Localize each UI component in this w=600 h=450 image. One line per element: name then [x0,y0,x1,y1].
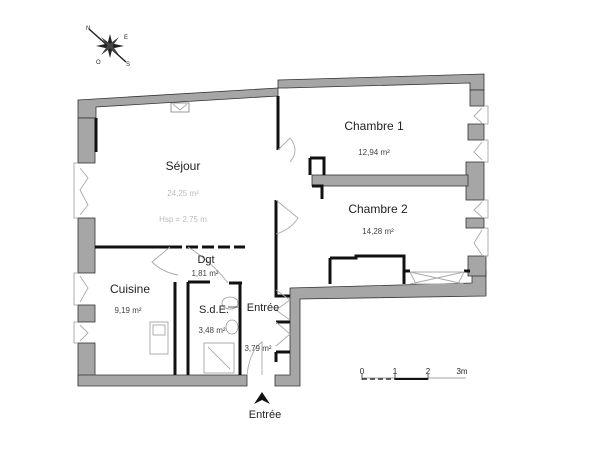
scale-tick-2: 2 [426,367,431,376]
partitions [94,96,470,375]
room-area-cuisine: 9,19 m² [114,306,141,315]
room-area-dgt: 1,81 m² [191,269,218,278]
windows [73,103,489,344]
entrance-label: Entrée [249,409,281,421]
room-area-chambre1: 12,94 m² [358,148,390,157]
scale-tick-0: 0 [360,367,365,376]
room-area-sde: 3,48 m² [198,326,225,335]
compass-e: E [124,35,128,41]
compass-n: N [86,26,90,32]
room-name-chambre2: Chambre 2 [348,202,408,216]
room-height-sejour: Hsp = 2,75 m [159,215,207,224]
room-area-entree: 3,79 m² [244,344,271,353]
scale-tick-1: 1 [393,367,398,376]
room-name-chambre1: Chambre 1 [344,119,404,133]
scale-tick-3: 3m [456,367,467,376]
room-name-entree: Entrée [247,302,279,314]
exterior-walls [77,73,487,387]
scale-bar: 0 1 2 3m [360,367,468,380]
room-area-sejour: 24,25 m² [167,189,199,198]
room-name-cuisine: Cuisine [110,282,150,296]
compass-rose-icon: N E O S [86,26,130,68]
room-name-dgt: Dgt [197,254,214,266]
entrance-arrow-icon [254,392,270,404]
room-area-chambre2: 14,28 m² [362,227,394,236]
doors [149,137,465,376]
room-name-sejour: Séjour [166,159,201,173]
room-name-sde: S.d.E. [199,304,229,316]
compass-s: S [126,62,130,68]
compass-o: O [96,60,101,66]
